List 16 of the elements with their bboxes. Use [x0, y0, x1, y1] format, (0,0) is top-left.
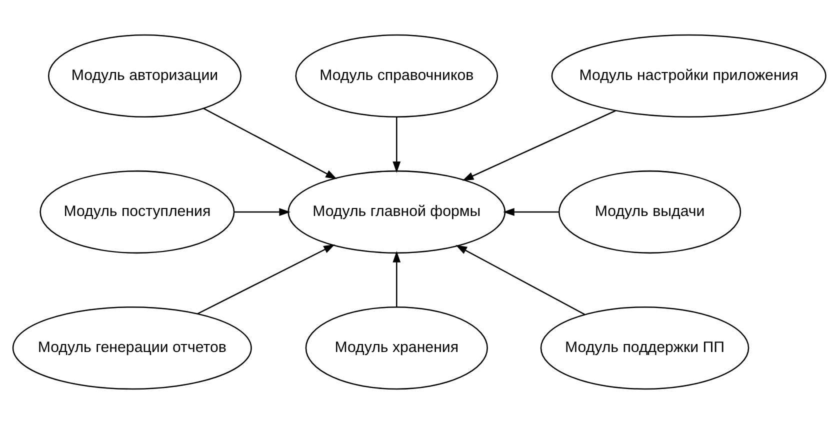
node-ellipse: Модуль справочников: [295, 34, 498, 118]
node-ellipse: Модуль генерации отчетов: [12, 306, 252, 390]
arrow: [462, 110, 616, 181]
arrow: [503, 208, 559, 216]
arrow: [392, 116, 401, 173]
node-ellipse: Модуль поддержки ПП: [540, 306, 750, 390]
arrow: [392, 251, 401, 307]
node-ellipse: Модуль авторизации: [48, 34, 242, 118]
node-ellipse: Модуль поступления: [40, 170, 235, 254]
arrow: [204, 108, 337, 180]
arrow: [456, 245, 585, 315]
node-ellipse: Модуль настройки приложения: [551, 34, 826, 118]
arrow: [234, 208, 291, 216]
node-ellipse: Модуль хранения: [305, 306, 488, 390]
arrow: [197, 244, 335, 314]
node-ellipse: Модуль выдачи: [558, 170, 742, 254]
